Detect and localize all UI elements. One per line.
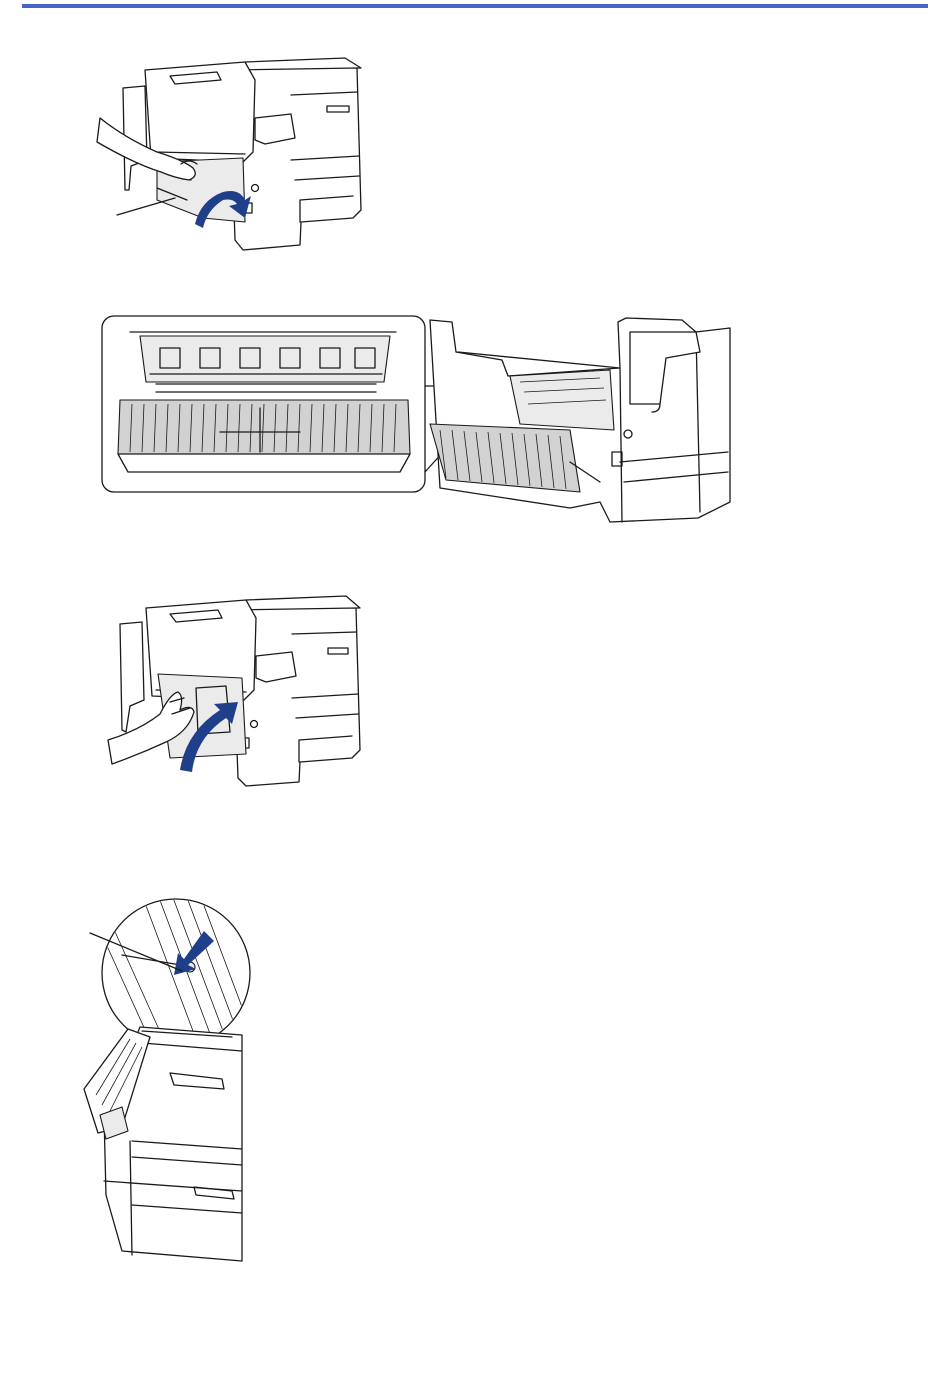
printer-close-back-cover-illustration: [100, 582, 365, 787]
printer-top-detail-illustration: [82, 895, 244, 1265]
jam-removal-illustration: [100, 312, 740, 528]
printer-open-back-cover-illustration: [95, 40, 370, 255]
top-rule: [22, 4, 928, 8]
